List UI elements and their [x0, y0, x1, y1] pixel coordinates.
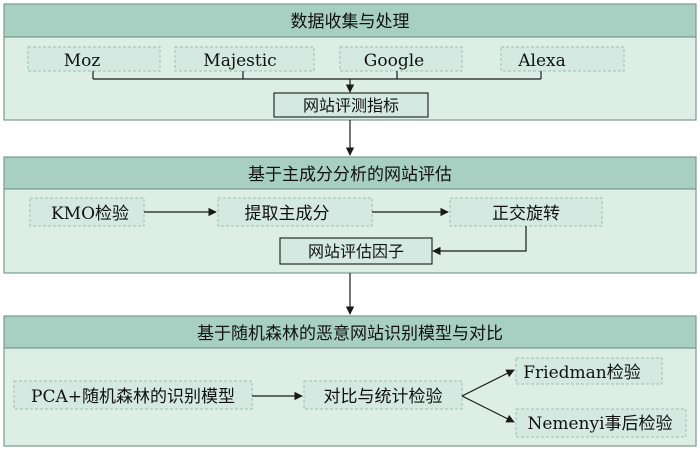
arrow-compare-to-friedman [461, 369, 515, 397]
source-label-moz: Moz [64, 51, 101, 71]
compare-test-label: 对比与统计检验 [324, 387, 443, 407]
nemenyi-box: Nemenyi事后检验 [515, 408, 687, 438]
friedman-label: Friedman检验 [523, 363, 641, 383]
compare-test-box: 对比与统计检验 [303, 380, 463, 410]
arrow-rotation-to-factors [432, 226, 527, 256]
section-data-collection: 数据收集与处理 Moz Majestic Google Alexa [3, 3, 697, 121]
rf-model-label: PCA+随机森林的识别模型 [31, 387, 235, 407]
rotation-label: 正交旋转 [492, 204, 560, 224]
section3-header-bar [3, 315, 697, 349]
factors-box: 网站评估因子 [279, 237, 433, 265]
section1-title: 数据收集与处理 [291, 12, 410, 32]
friedman-box: Friedman检验 [515, 357, 663, 385]
extract-pc-label: 提取主成分 [245, 204, 330, 224]
source-label-majestic: Majestic [203, 51, 276, 71]
source-label-alexa: Alexa [517, 51, 566, 71]
nemenyi-label: Nemenyi事后检验 [527, 414, 672, 434]
section2-header-bar [3, 156, 697, 190]
factors-label: 网站评估因子 [308, 242, 404, 261]
source-box-alexa: Alexa [500, 46, 625, 72]
rf-model-box: PCA+随机森林的识别模型 [13, 380, 253, 410]
source-label-google: Google [364, 51, 424, 71]
rotation-box: 正交旋转 [449, 197, 603, 227]
metrics-label: 网站评测指标 [303, 96, 399, 115]
kmo-test-box: KMO检验 [29, 197, 145, 227]
kmo-test-label: KMO检验 [51, 204, 129, 224]
section1-header-bar [3, 3, 697, 38]
metrics-box: 网站评测指标 [273, 92, 429, 118]
section-pca-evaluation: 基于主成分分析的网站评估 KMO检验 提取主成分 正交旋转 网站评估因子 [3, 156, 697, 274]
section-random-forest: 基于随机森林的恶意网站识别模型与对比 PCA+随机森林的识别模型 对比与统计检验… [3, 315, 697, 447]
arrow-compare-to-nemenyi [461, 395, 515, 423]
extract-pc-box: 提取主成分 [217, 197, 373, 227]
source-box-moz: Moz [27, 46, 161, 72]
source-connectors [92, 71, 542, 93]
source-box-google: Google [339, 46, 463, 72]
section2-title: 基于主成分分析的网站评估 [248, 165, 452, 185]
source-box-majestic: Majestic [174, 46, 315, 72]
section3-title: 基于随机森林的恶意网站识别模型与对比 [197, 324, 503, 344]
